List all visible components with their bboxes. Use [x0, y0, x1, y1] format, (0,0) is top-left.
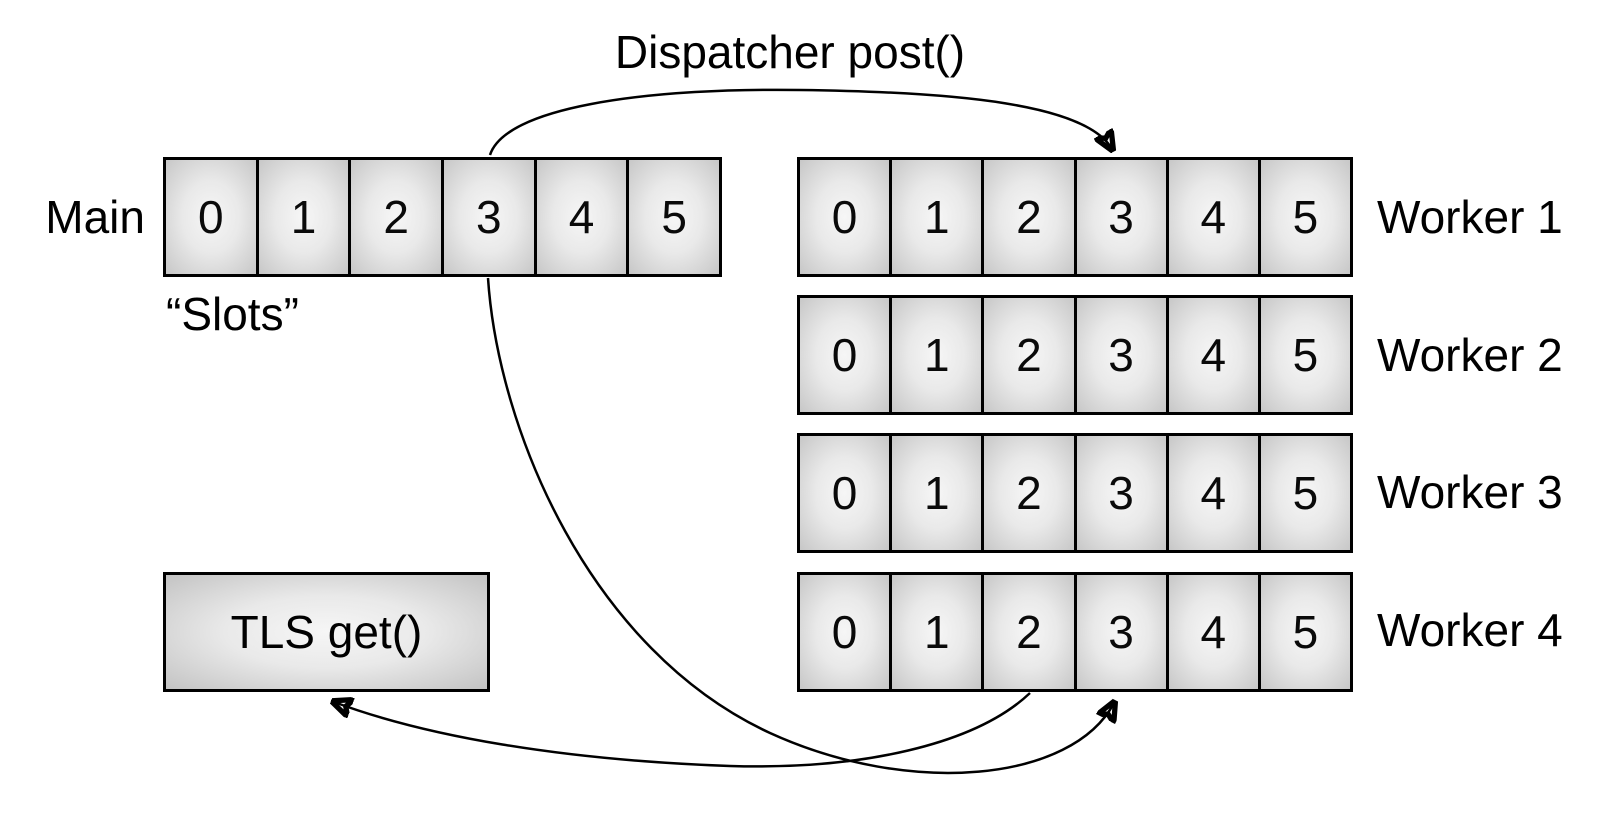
worker-1-label: Worker 1: [1377, 191, 1563, 243]
main-row-label: Main: [45, 191, 145, 243]
tls-get-box: TLS get(): [163, 572, 490, 692]
worker-4-slot-5: 5: [1260, 575, 1351, 689]
worker-4-slot-4: 4: [1168, 575, 1261, 689]
worker-3-label: Worker 3: [1377, 466, 1563, 518]
worker-2-slot-1: 1: [892, 298, 985, 412]
worker-4-slot-3: 3: [1076, 575, 1169, 689]
worker-3-slots-row: 0 1 2 3 4 5: [797, 433, 1353, 553]
worker-2-slot-0: 0: [800, 298, 893, 412]
worker-1-slot-0: 0: [800, 160, 893, 274]
worker-4-slot-2: 2: [984, 575, 1077, 689]
worker-3-slot-1: 1: [892, 436, 985, 550]
worker-3-slot-3: 3: [1076, 436, 1169, 550]
worker-2-slot-4: 4: [1168, 298, 1261, 412]
worker-2-slots-row: 0 1 2 3 4 5: [797, 295, 1353, 415]
worker4-to-tls-arrow: [334, 692, 1031, 768]
worker-3-slot-4: 4: [1168, 436, 1261, 550]
worker-3-slot-5: 5: [1260, 436, 1351, 550]
worker-4-slots-row: 0 1 2 3 4 5: [797, 572, 1353, 692]
worker-3-slot-2: 2: [984, 436, 1077, 550]
tls-get-label: TLS get(): [230, 606, 423, 658]
main-slots-row: 0 1 2 3 4 5: [163, 157, 722, 277]
worker-2-slot-5: 5: [1260, 298, 1351, 412]
main-slot-0: 0: [166, 160, 259, 274]
worker-4-slot-1: 1: [892, 575, 985, 689]
main-slot-3: 3: [444, 160, 537, 274]
worker-1-slots-row: 0 1 2 3 4 5: [797, 157, 1353, 277]
diagram-title: Dispatcher post(): [614, 26, 966, 78]
main-slot-1: 1: [258, 160, 352, 274]
worker-2-slot-3: 3: [1076, 298, 1169, 412]
dispatcher-post-arrow: [488, 88, 1112, 155]
worker-1-slot-2: 2: [984, 160, 1077, 274]
worker-1-slot-5: 5: [1260, 160, 1351, 274]
worker-4-slot-0: 0: [800, 575, 893, 689]
main-slot-2: 2: [351, 160, 445, 274]
worker-4-label: Worker 4: [1377, 604, 1563, 656]
worker-1-slot-4: 4: [1168, 160, 1261, 274]
worker-2-label: Worker 2: [1377, 329, 1563, 381]
worker-2-slot-2: 2: [984, 298, 1077, 412]
main-slot-4: 4: [536, 160, 630, 274]
slots-caption: “Slots”: [166, 288, 299, 340]
worker-1-slot-3: 3: [1076, 160, 1169, 274]
worker-1-slot-1: 1: [892, 160, 985, 274]
worker-3-slot-0: 0: [800, 436, 893, 550]
main-slot-5: 5: [629, 160, 720, 274]
